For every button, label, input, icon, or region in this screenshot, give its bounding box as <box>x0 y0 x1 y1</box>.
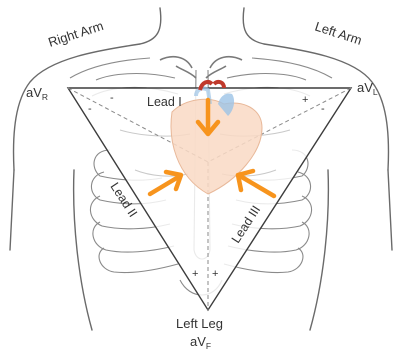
avl-label: aVL <box>357 80 378 97</box>
lead-2-positive-sign: + <box>192 268 198 280</box>
left-leg-label: Left Leg <box>176 316 223 331</box>
lead-1-negative-sign: - <box>110 92 114 104</box>
clavicle-icon <box>160 57 242 78</box>
lead-1-label: Lead I <box>147 95 182 109</box>
left-arm-label: Left Arm <box>313 19 364 48</box>
right-arm-label: Right Arm <box>46 18 105 50</box>
lead-3-positive-sign: + <box>212 268 218 280</box>
lead-2-negative-sign: - <box>88 103 92 115</box>
lead-1-positive-sign: + <box>302 94 308 106</box>
avf-label: aVF <box>190 334 211 351</box>
lead-3-negative-sign: - <box>321 103 325 115</box>
avr-label: aVR <box>26 85 48 102</box>
